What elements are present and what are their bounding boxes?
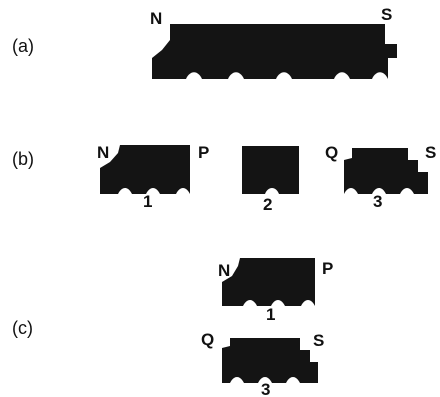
piece-2-number: 2 bbox=[263, 195, 272, 214]
piece-1-stacked-right-pole: P bbox=[322, 259, 333, 278]
piece-3-number: 3 bbox=[373, 192, 382, 211]
piece-1-stacked-left-pole: N bbox=[218, 261, 230, 280]
panel-b: (b) N P 1 2 Q S 3 bbox=[12, 143, 436, 214]
piece-3-stacked-left-pole: Q bbox=[201, 330, 214, 349]
panel-b-label: (b) bbox=[12, 149, 34, 169]
panel-a-label: (a) bbox=[12, 36, 34, 56]
piece-3-stacked bbox=[222, 338, 318, 383]
piece-3-stacked-number: 3 bbox=[261, 380, 270, 397]
piece-1-stacked-number: 1 bbox=[266, 305, 275, 324]
piece-1-stacked bbox=[222, 258, 315, 306]
piece-1-left-pole: N bbox=[97, 143, 109, 162]
piece-1 bbox=[100, 145, 190, 194]
full-bar-magnet bbox=[152, 24, 397, 79]
piece-3-stacked-right-pole: S bbox=[313, 331, 324, 350]
south-pole-label-a: S bbox=[381, 5, 392, 24]
piece-1-number: 1 bbox=[143, 192, 152, 211]
piece-1-right-pole: P bbox=[198, 143, 209, 162]
piece-3 bbox=[344, 148, 428, 194]
piece-3-right-pole: S bbox=[425, 143, 436, 162]
panel-c: (c) N P 1 Q S 3 bbox=[12, 258, 333, 397]
piece-3-left-pole: Q bbox=[325, 143, 338, 162]
north-pole-label-a: N bbox=[150, 9, 162, 28]
panel-c-label: (c) bbox=[12, 318, 33, 338]
piece-2 bbox=[242, 146, 299, 194]
panel-a: (a) N S bbox=[12, 5, 397, 79]
